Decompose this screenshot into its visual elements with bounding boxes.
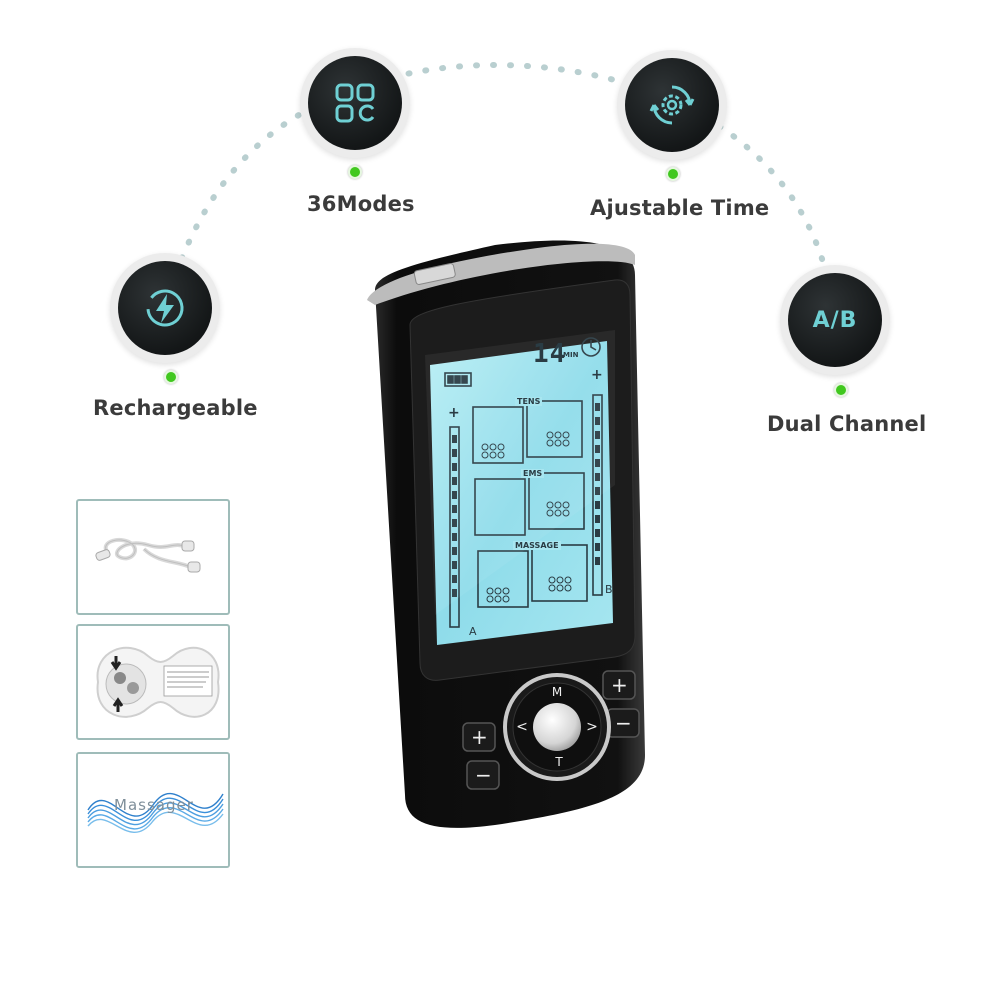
feature-label-time: Ajustable Time	[590, 196, 770, 220]
timer-value: 14	[533, 339, 567, 369]
status-dot	[348, 165, 362, 179]
channel-a-label: A	[469, 625, 477, 638]
accessory-lead-wire	[76, 499, 230, 615]
nav-right-button[interactable]: >	[586, 719, 598, 735]
feature-label-rechargeable: Rechargeable	[93, 396, 258, 420]
nav-left-button[interactable]: <	[516, 719, 528, 735]
channel-a-plus-button[interactable]: +	[471, 725, 488, 749]
channel-b-plus-button[interactable]: +	[611, 673, 628, 697]
lead-wire-icon	[95, 537, 201, 573]
feature-dual-channel: A/B	[780, 265, 890, 375]
lcd-section-tens: TENS	[515, 397, 543, 406]
brand-text: Massager	[114, 796, 194, 814]
lcd-plus-a: +	[448, 405, 460, 421]
gear-cycle-icon	[649, 85, 695, 125]
feature-time	[617, 50, 727, 160]
feature-modes	[300, 48, 410, 158]
status-dot	[164, 370, 178, 384]
nav-mode-button[interactable]: M	[551, 685, 563, 699]
channel-a-minus-button[interactable]: −	[475, 763, 492, 787]
feature-label-modes: 36Modes	[307, 192, 415, 216]
grid-modes-icon	[335, 83, 375, 123]
nav-center-button[interactable]	[533, 703, 581, 751]
lcd-section-ems: EMS	[521, 469, 545, 478]
stimulator-device: 14 MIN TENS EMS MASSAGE + + A B + − + − …	[345, 235, 665, 835]
status-dot	[834, 383, 848, 397]
lcd-section-massage: MASSAGE	[513, 541, 561, 550]
channel-b-label: B	[605, 583, 613, 596]
feature-label-dual-channel: Dual Channel	[767, 412, 927, 436]
wave-brand-icon	[78, 754, 228, 866]
electrode-pad-icon	[96, 646, 220, 718]
ab-channel-icon: A/B	[812, 307, 858, 333]
accessory-electrode-pad	[76, 624, 230, 740]
feature-rechargeable	[110, 253, 220, 363]
channel-b-minus-button[interactable]: −	[615, 711, 632, 735]
lcd-plus-b: +	[591, 367, 603, 383]
timer-unit: MIN	[563, 351, 579, 359]
accessory-brand-wave: Massager	[76, 752, 230, 868]
status-dot	[666, 167, 680, 181]
nav-time-button[interactable]: T	[555, 755, 563, 769]
lightning-bolt-icon	[146, 289, 184, 327]
